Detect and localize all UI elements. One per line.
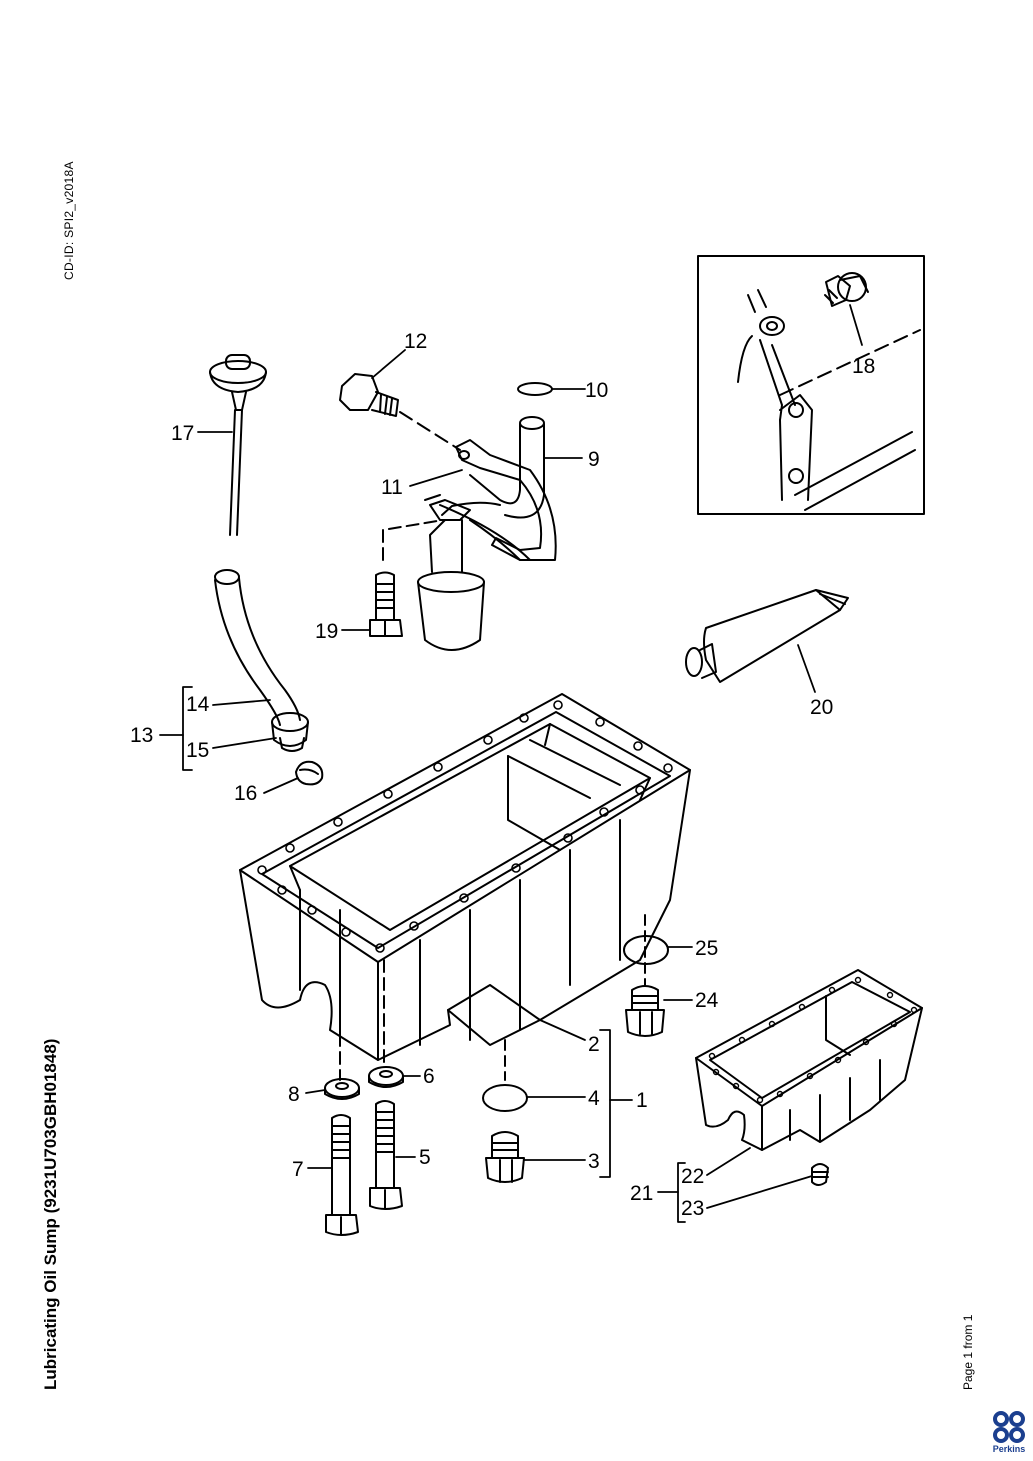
callout-13: 13 [130, 724, 153, 747]
callout-10: 10 [585, 379, 608, 402]
callout-12: 12 [404, 330, 427, 353]
washer-6 [368, 1066, 404, 1088]
callout-17: 17 [171, 422, 194, 445]
oil-pump-pipe-9 [439, 416, 545, 561]
bolt-19 [369, 571, 403, 637]
leader-lines [159, 304, 863, 1223]
perkins-logo: Perkins [988, 1410, 1030, 1458]
callout-25: 25 [695, 937, 718, 960]
bolt-5 [369, 1100, 403, 1210]
plug-23 [811, 1163, 829, 1186]
inset-detail-18 [697, 255, 925, 515]
callout-4: 4 [588, 1087, 600, 1110]
callout-20: 20 [810, 696, 833, 719]
callout-19: 19 [315, 620, 338, 643]
callout-14: 14 [186, 693, 210, 716]
callout-9: 9 [588, 448, 600, 471]
callout-1: 1 [636, 1089, 648, 1112]
callout-8: 8 [288, 1083, 300, 1106]
callout-labels: 17 12 10 9 11 19 20 18 14 15 13 16 25 24… [130, 330, 875, 1220]
callout-3: 3 [588, 1150, 600, 1173]
callout-2: 2 [588, 1033, 600, 1056]
callout-22: 22 [681, 1165, 704, 1188]
perkins-logo-icon [993, 1411, 1025, 1443]
o-ring-4 [482, 1084, 528, 1112]
callout-24: 24 [695, 989, 719, 1012]
dipstick-17 [209, 354, 267, 536]
drain-plug-3 [485, 1131, 525, 1183]
cap-16 [295, 760, 324, 786]
perkins-logo-text: Perkins [992, 1444, 1026, 1454]
filler-tube-14 [214, 569, 309, 752]
callout-23: 23 [681, 1197, 704, 1220]
washer-8 [324, 1078, 360, 1100]
callout-18: 18 [852, 355, 875, 378]
callout-11: 11 [381, 476, 403, 499]
bolt-7 [325, 1114, 359, 1236]
bracket-11 [455, 439, 557, 561]
callout-6: 6 [423, 1065, 435, 1088]
bolt-12 [339, 373, 461, 451]
sealant-tube-20 [685, 589, 849, 683]
callout-16: 16 [234, 782, 257, 805]
oil-sump-2 [239, 693, 691, 1081]
callout-21: 21 [630, 1182, 653, 1205]
oil-sump-22 [695, 969, 923, 1151]
o-ring-25 [623, 935, 669, 965]
o-ring-10 [517, 382, 553, 396]
callout-7: 7 [292, 1158, 304, 1181]
callout-15: 15 [186, 739, 209, 762]
drain-plug-24 [625, 985, 665, 1037]
callout-5: 5 [419, 1146, 431, 1169]
strainer [382, 494, 485, 651]
